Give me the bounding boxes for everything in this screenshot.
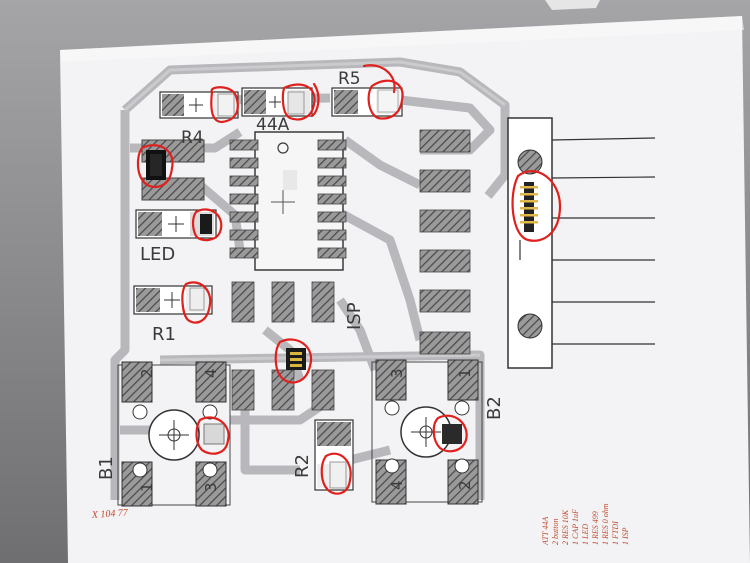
chip-pads xyxy=(229,139,347,259)
b2-pin-tr: 1 xyxy=(456,368,474,378)
label-r5: R5 xyxy=(338,69,361,89)
svg-text:1 RES 0 ohm: 1 RES 0 ohm xyxy=(601,503,610,545)
b1-pin-tl: 2 xyxy=(138,368,156,378)
label-led: LED xyxy=(140,244,175,265)
svg-text:1 ISP: 1 ISP xyxy=(621,527,630,545)
ftdi-header xyxy=(507,117,656,369)
svg-text:1 RES 499: 1 RES 499 xyxy=(591,511,600,545)
button-b1-footprint xyxy=(117,361,231,507)
label-b2: B2 xyxy=(484,396,505,420)
isp-pads xyxy=(231,281,335,411)
b1-pin-br: 3 xyxy=(202,482,220,492)
board-text: R5 R4 44A LED R1 ISP R2 B1 B2 2 4 1 3 3 … xyxy=(96,69,505,492)
b1-pin-bl: 1 xyxy=(138,482,156,492)
svg-text:2 RES 10K: 2 RES 10K xyxy=(561,509,570,545)
label-isp: ISP xyxy=(344,302,365,330)
b1-pin-tr: 4 xyxy=(202,368,220,378)
b2-pin-tl: 3 xyxy=(388,368,406,378)
label-chip: 44A xyxy=(256,115,290,135)
handwritten-notes: X 104 77 ATT 44A 2 button 2 RES 10K 1 CA… xyxy=(90,503,630,546)
label-r1: R1 xyxy=(152,324,176,345)
label-r4: R4 xyxy=(181,128,204,148)
top-edge-object xyxy=(545,0,600,10)
label-b1: B1 xyxy=(96,456,117,480)
b2-pin-br: 2 xyxy=(456,480,474,490)
svg-text:ATT 44A: ATT 44A xyxy=(541,517,550,546)
b2-pin-bl: 4 xyxy=(388,480,406,490)
label-r2: R2 xyxy=(292,454,313,478)
svg-text:2 button: 2 button xyxy=(551,519,560,545)
placed-components xyxy=(146,89,538,489)
ftdi-pads xyxy=(419,129,471,355)
svg-text:1 FTDI: 1 FTDI xyxy=(611,521,620,545)
svg-text:1 LED: 1 LED xyxy=(581,524,590,545)
hand-corner-note: X 104 77 xyxy=(90,507,129,521)
svg-text:1 CAP 1uF: 1 CAP 1uF xyxy=(571,509,580,545)
red-ink-marks xyxy=(136,64,562,495)
